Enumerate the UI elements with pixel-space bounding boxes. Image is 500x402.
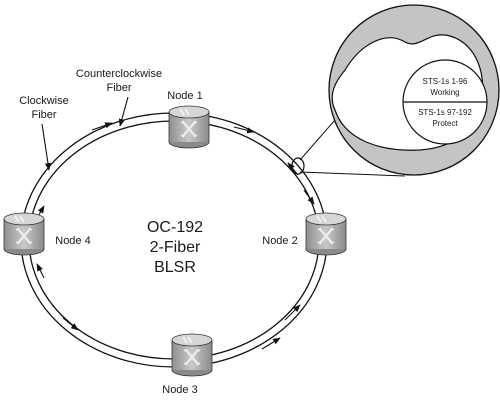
- zoom-focus-marker: [291, 157, 305, 175]
- node-4-router-icon: [2, 211, 46, 257]
- node-4-label: Node 4: [55, 235, 90, 247]
- zoom-line-lower: [299, 171, 406, 177]
- protect-label-2: Protect: [432, 119, 458, 128]
- arrow-cw-bottom-left: [62, 317, 79, 331]
- node-1-label: Node 1: [167, 90, 202, 102]
- arrow-cw-bottom-right-2: [261, 337, 281, 350]
- node-2-router-icon: [304, 211, 348, 257]
- center-title-3: BLSR: [154, 259, 196, 276]
- counterclockwise-pointer: [118, 96, 129, 127]
- arrow-cw-top-right: [233, 126, 255, 134]
- arrow-cw-right: [303, 189, 315, 205]
- clockwise-pointer: [41, 123, 52, 171]
- working-label-1: STS-1s 1-96: [423, 77, 468, 86]
- node-1-router-icon: [167, 104, 211, 150]
- node-3-router-icon: [170, 332, 214, 378]
- center-title-2: 2-Fiber: [150, 239, 201, 256]
- center-title-1: OC-192: [147, 219, 203, 236]
- node-3-label: Node 3: [162, 384, 197, 396]
- arrow-ccw-top: [91, 122, 113, 131]
- arrow-ccw-left-bottom: [36, 263, 45, 279]
- working-label-2: Working: [430, 88, 459, 97]
- protect-label-1: STS-1s 97-192: [418, 108, 472, 117]
- fiber-detail-callout: STS-1s 1-96 Working STS-1s 97-192 Protec…: [328, 4, 500, 176]
- arrow-ccw-bottom-right: [284, 304, 301, 321]
- counterclockwise-label-2: Fiber: [106, 82, 131, 94]
- clockwise-label-1: Clockwise: [19, 95, 69, 107]
- node-2-label: Node 2: [262, 235, 297, 247]
- clockwise-label-2: Fiber: [31, 109, 56, 121]
- counterclockwise-label-1: Counterclockwise: [76, 68, 162, 80]
